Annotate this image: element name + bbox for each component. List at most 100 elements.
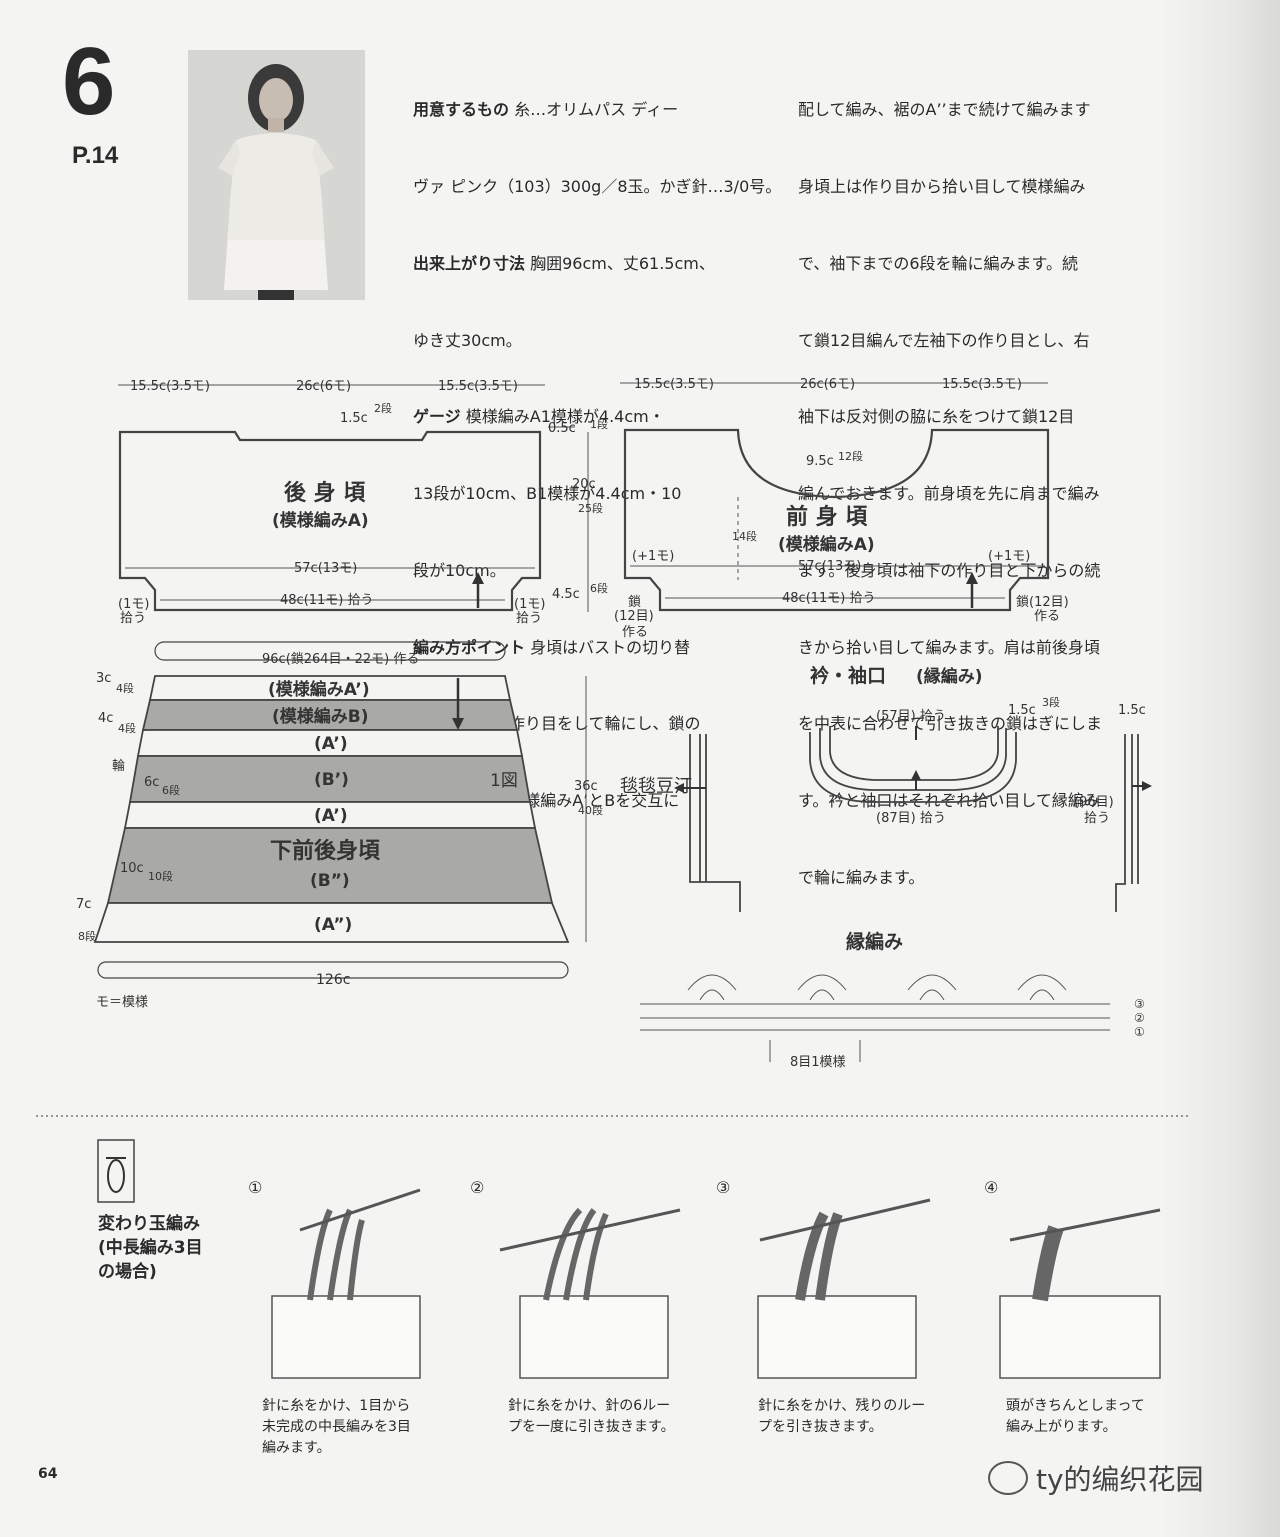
svg-text:126c: 126c [316,972,350,988]
svg-text:(模様編みA): (模様編みA) [778,534,875,555]
svg-text:(B’): (B’) [314,770,349,790]
neck-edging-diagram [809,726,1017,803]
svg-text:25段: 25段 [578,501,603,515]
technique-title: 変わり玉編み (中長編み3目 の場合) [98,1214,203,1282]
step-3-text: 針に糸をかけ、残りのルー プを引き抜きます。 [758,1398,926,1435]
svg-text:26c(6モ): 26c(6モ) [800,377,855,392]
svg-text:40段: 40段 [578,803,603,817]
watermark-mark: 毯毯豆汀 [620,776,692,797]
svg-text:(A’): (A’) [314,734,348,754]
step-4-number: ④ [984,1178,999,1197]
svg-text:(57目) 拾う: (57目) 拾う [876,709,946,724]
front-title: 前 身 頃 [786,504,868,530]
back-dim-2: 26c(6モ) [296,379,351,394]
svg-text:輪: 輪 [112,758,125,774]
svg-text:6c: 6c [144,775,159,790]
svg-text:(模様編みB): (模様編みB) [272,706,369,727]
front-bodice [623,428,1050,612]
svg-text:(模様編みA): (模様編みA) [272,510,369,531]
cuff-diagram [689,734,1139,912]
stitch-symbol-icon [97,1139,135,1203]
lower-title: 下前後身頃 [270,838,381,864]
back-dim-1: 15.5c(3.5モ) [130,379,210,394]
svg-text:10段: 10段 [148,869,173,883]
svg-text:①: ① [1134,1025,1145,1039]
svg-text:57c(13モ): 57c(13モ) [294,561,357,576]
svg-text:(B”): (B”) [310,871,350,891]
back-title: 後 身 頃 [284,480,366,506]
svg-text:(+1モ): (+1モ) [632,549,674,564]
wechat-icon [988,1461,1028,1495]
svg-text:1.5c: 1.5c [340,411,368,426]
svg-text:③: ③ [1134,997,1145,1011]
svg-text:15.5c(3.5モ): 15.5c(3.5モ) [634,377,714,392]
svg-text:8目1模様: 8目1模様 [790,1055,846,1070]
instructions-text: 配して編み、裾のA’’まで続けて編みます 身頃上は作り目から拾い目して模様編み … [798,100,1103,887]
svg-text:作る: 作る [622,625,648,640]
step-3-number: ③ [716,1178,731,1197]
page-number: 64 [38,1466,58,1482]
step-2-number: ② [470,1178,485,1197]
lower-body [93,641,570,979]
technique-illustrations [271,1188,1161,1379]
svg-text:10c: 10c [120,861,144,876]
svg-text:20c: 20c [572,477,596,492]
edging-title: 縁編み [846,930,903,953]
svg-text:9.5c: 9.5c [806,454,834,469]
step-1-number: ① [248,1178,263,1197]
svg-text:(縁編み): (縁編み) [916,666,983,687]
svg-text:4段: 4段 [118,721,136,735]
svg-text:(+1モ): (+1モ) [988,549,1030,564]
legend: モ＝模様 [96,995,148,1010]
edging-chart [640,974,1110,1062]
svg-text:48c(11モ) 拾う: 48c(11モ) 拾う [280,593,374,608]
svg-text:48c(11モ) 拾う: 48c(11モ) 拾う [782,591,876,606]
svg-text:(A’): (A’) [314,806,348,826]
svg-text:(12目): (12目) [614,609,654,624]
neck-cuff-title: 衿・袖口 [810,664,886,687]
svg-text:4.5c: 4.5c [552,587,580,602]
svg-text:(96目): (96目) [1074,795,1114,810]
back-bodice [118,430,542,612]
step-4-text: 頭がきちんとしまって 編み上がります。 [1006,1398,1145,1435]
page-binding-shadow [1160,0,1280,1537]
pattern-number: 6 [62,28,116,135]
svg-text:6段: 6段 [590,581,608,595]
svg-text:1図: 1図 [490,771,518,791]
svg-text:4c: 4c [98,711,113,726]
step-1-text: 針に糸をかけ、1目から 未完成の中長編みを3目 編みます。 [262,1398,411,1456]
svg-text:1段: 1段 [590,417,608,431]
svg-text:4段: 4段 [116,681,134,695]
svg-text:6段: 6段 [162,783,180,797]
svg-text:7c: 7c [76,897,91,912]
svg-text:3c: 3c [96,671,111,686]
svg-text:2段: 2段 [374,401,392,415]
svg-text:0.5c: 0.5c [548,421,576,436]
svg-text:作る: 作る [1034,609,1060,624]
svg-text:拾う: 拾う [120,611,146,626]
svg-text:1.5c: 1.5c [1118,703,1146,718]
garment-photo [188,50,365,300]
watermark-brand: ty的编织花园 [988,1458,1204,1498]
svg-text:12段: 12段 [838,449,863,463]
svg-text:(A”): (A”) [314,915,352,935]
svg-text:(1モ): (1モ) [118,597,149,612]
svg-text:14段: 14段 [732,529,757,543]
svg-text:拾う: 拾う [1084,811,1110,826]
svg-text:1.5c: 1.5c [1008,703,1036,718]
svg-text:36c: 36c [574,779,598,794]
svg-text:②: ② [1134,1011,1145,1025]
svg-text:(87目) 拾う: (87目) 拾う [876,811,946,826]
svg-text:96c(鎖264目・22モ) 作る: 96c(鎖264目・22モ) 作る [262,651,419,667]
svg-text:(1モ): (1モ) [514,597,545,612]
svg-text:鎖(12目): 鎖(12目) [1016,594,1069,610]
svg-text:3段: 3段 [1042,695,1060,709]
back-dim-3: 15.5c(3.5モ) [438,379,518,394]
svg-text:15.5c(3.5モ): 15.5c(3.5モ) [942,377,1022,392]
svg-text:(模様編みA’): (模様編みA’) [268,679,370,700]
svg-text:鎖: 鎖 [628,594,641,610]
step-2-text: 針に糸をかけ、針の6ルー プを一度に引き抜きます。 [508,1398,675,1435]
page-reference: P.14 [72,142,119,169]
svg-text:拾う: 拾う [516,611,542,626]
